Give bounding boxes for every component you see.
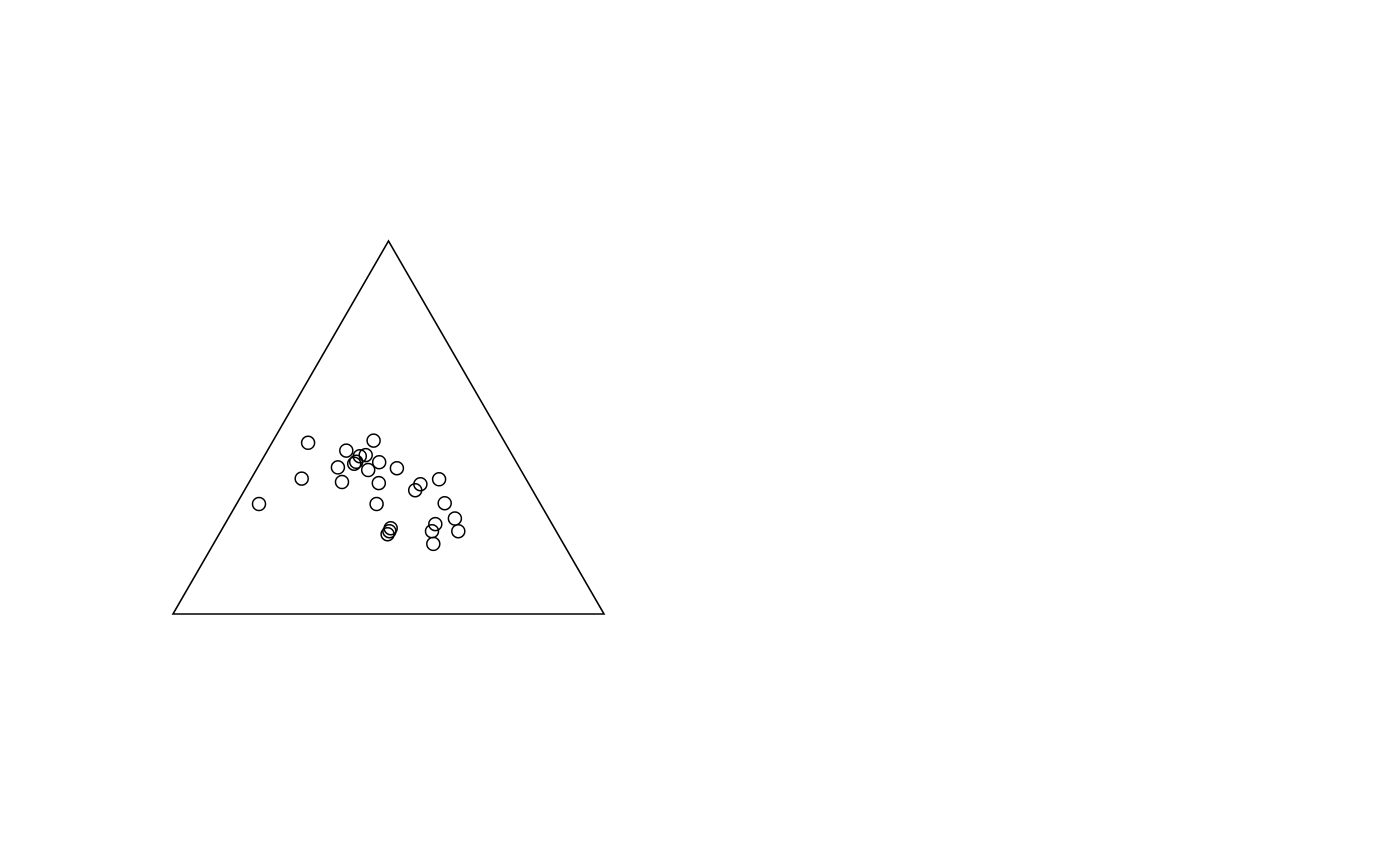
data-point-11: [371, 475, 387, 491]
data-point-17: [413, 476, 428, 492]
ternary-triangle-frame: [171, 239, 606, 615]
data-point-12: [366, 433, 381, 448]
data-point-14: [358, 447, 373, 463]
data-point-16: [389, 460, 405, 476]
data-point-23: [428, 516, 443, 532]
data-point-24: [437, 495, 452, 511]
data-point-5: [360, 462, 376, 478]
data-point-4: [330, 460, 346, 475]
data-point-1: [251, 496, 267, 512]
data-point-27: [447, 511, 463, 526]
data-point-25: [431, 472, 447, 487]
data-point-13: [371, 454, 387, 470]
data-point-26: [451, 523, 466, 539]
data-points-group: [251, 433, 466, 552]
data-point-7: [352, 448, 368, 464]
data-point-3: [294, 471, 309, 486]
data-point-18: [369, 496, 384, 512]
data-point-2: [300, 435, 316, 451]
data-point-10: [334, 474, 350, 490]
data-point-21: [383, 520, 398, 536]
data-point-8: [339, 443, 354, 458]
data-point-28: [426, 536, 441, 552]
data-point-9: [346, 456, 362, 471]
